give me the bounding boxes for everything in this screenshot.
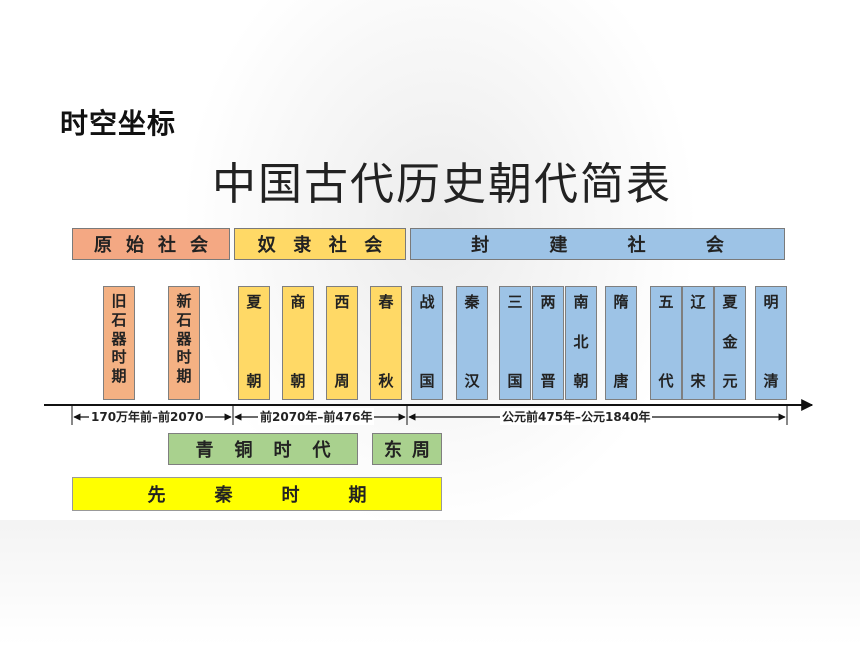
- era-char: 会: [705, 235, 724, 256]
- dynasty-char: 石: [176, 310, 192, 329]
- dynasty-char: 晋: [540, 372, 556, 391]
- dynasty-ming-qing: 明 清: [755, 286, 787, 400]
- period-eastern-zhou: 东 周: [372, 433, 442, 465]
- range-label-prehistoric: 170万年前–前2070: [89, 408, 206, 425]
- range-label-slave: 前2070年–前476年: [258, 408, 375, 425]
- dynasty-warring-states: 战 国: [411, 286, 443, 400]
- dynasty-char: 五: [658, 293, 674, 311]
- era-char: 会: [364, 235, 383, 256]
- dynasty-three-kingdoms: 三 国: [499, 286, 531, 400]
- dynasty-char: 周: [334, 372, 350, 391]
- dynasty-char: 代: [658, 372, 674, 391]
- background-watermark: [160, 0, 720, 560]
- dynasty-char: 北: [573, 332, 589, 351]
- dynasty-char: 宋: [690, 372, 706, 391]
- era-char: 社: [328, 235, 347, 256]
- dynasty-sui-tang: 隋 唐: [605, 286, 637, 400]
- period-char: 东: [384, 440, 402, 461]
- dynasty-char: 两: [540, 293, 556, 311]
- dynasty-char: 国: [507, 372, 523, 391]
- dynasty-char: 春: [378, 293, 394, 311]
- dynasty-char: 清: [763, 372, 779, 391]
- dynasty-southern-northern: 南 北 朝: [565, 286, 597, 400]
- dynasty-char: 秋: [378, 372, 394, 391]
- dynasty-char: 三: [507, 293, 523, 311]
- dynasty-char: 隋: [613, 293, 629, 311]
- dynasty-char: 明: [763, 293, 779, 311]
- dynasty-char: 器: [111, 329, 127, 348]
- period-char: 铜: [234, 440, 253, 461]
- era-char: 封: [471, 235, 490, 256]
- dynasty-char: 夏: [722, 293, 738, 311]
- dynasty-neolithic: 新 石 器 时 期: [168, 286, 200, 400]
- dynasty-char: 国: [419, 372, 435, 391]
- era-char: 社: [627, 235, 646, 256]
- dynasty-char: 金: [722, 332, 738, 351]
- era-char: 奴: [257, 235, 276, 256]
- era-char: 隶: [293, 235, 312, 256]
- dynasty-char: 时: [111, 348, 127, 367]
- dynasty-spring-autumn: 春 秋: [370, 286, 402, 400]
- period-char: 期: [348, 485, 367, 506]
- dynasty-char: 元: [722, 372, 738, 391]
- era-slave-society: 奴 隶 社 会: [234, 228, 406, 260]
- background-band: [0, 520, 860, 645]
- era-char: 始: [126, 235, 144, 256]
- dynasty-xia-jin-yuan: 夏 金 元: [714, 286, 746, 400]
- dynasty-char: 朝: [573, 372, 589, 391]
- era-feudal-society: 封 建 社 会: [410, 228, 785, 260]
- period-char: 代: [312, 440, 331, 461]
- period-bronze-age: 青 铜 时 代: [168, 433, 358, 465]
- era-char: 原: [94, 235, 112, 256]
- dynasty-char: 夏: [246, 293, 262, 311]
- section-heading: 时空坐标: [60, 107, 177, 140]
- era-primitive-society: 原 始 社 会: [72, 228, 230, 260]
- dynasty-char: 期: [176, 367, 192, 385]
- period-char: 周: [412, 440, 430, 461]
- dynasty-char: 西: [334, 293, 350, 311]
- period-char: 时: [273, 440, 292, 461]
- dynasty-char: 期: [111, 367, 127, 385]
- dynasty-char: 新: [176, 292, 192, 310]
- era-char: 建: [549, 235, 568, 256]
- dynasty-char: 唐: [613, 372, 629, 391]
- dynasty-char: 朝: [246, 372, 262, 391]
- dynasty-shang: 商 朝: [282, 286, 314, 400]
- dynasty-jin: 两 晋: [532, 286, 564, 400]
- dynasty-char: 朝: [290, 372, 306, 391]
- dynasty-paleolithic: 旧 石 器 时 期: [103, 286, 135, 400]
- dynasty-qin-han: 秦 汉: [456, 286, 488, 400]
- dynasty-char: 时: [176, 348, 192, 367]
- dynasty-char: 器: [176, 329, 192, 348]
- period-char: 秦: [214, 485, 233, 506]
- period-char: 时: [281, 485, 300, 506]
- dynasty-char: 辽: [690, 293, 706, 311]
- period-char: 青: [195, 440, 214, 461]
- dynasty-five-dynasties: 五 代: [650, 286, 682, 400]
- dynasty-char: 商: [290, 293, 306, 311]
- era-char: 会: [190, 235, 208, 256]
- dynasty-char: 战: [419, 293, 435, 311]
- period-pre-qin: 先 秦 时 期: [72, 477, 442, 511]
- range-label-feudal: 公元前475年–公元1840年: [500, 408, 653, 425]
- page-title: 中国古代历史朝代简表: [212, 159, 672, 210]
- period-char: 先: [147, 485, 166, 506]
- dynasty-xia: 夏 朝: [238, 286, 270, 400]
- dynasty-liao-song: 辽 宋: [682, 286, 714, 400]
- dynasty-char: 汉: [464, 372, 480, 391]
- dynasty-western-zhou: 西 周: [326, 286, 358, 400]
- era-char: 社: [158, 235, 176, 256]
- dynasty-char: 石: [111, 310, 127, 329]
- dynasty-char: 旧: [111, 292, 127, 310]
- dynasty-char: 南: [573, 293, 589, 311]
- dynasty-char: 秦: [464, 293, 480, 311]
